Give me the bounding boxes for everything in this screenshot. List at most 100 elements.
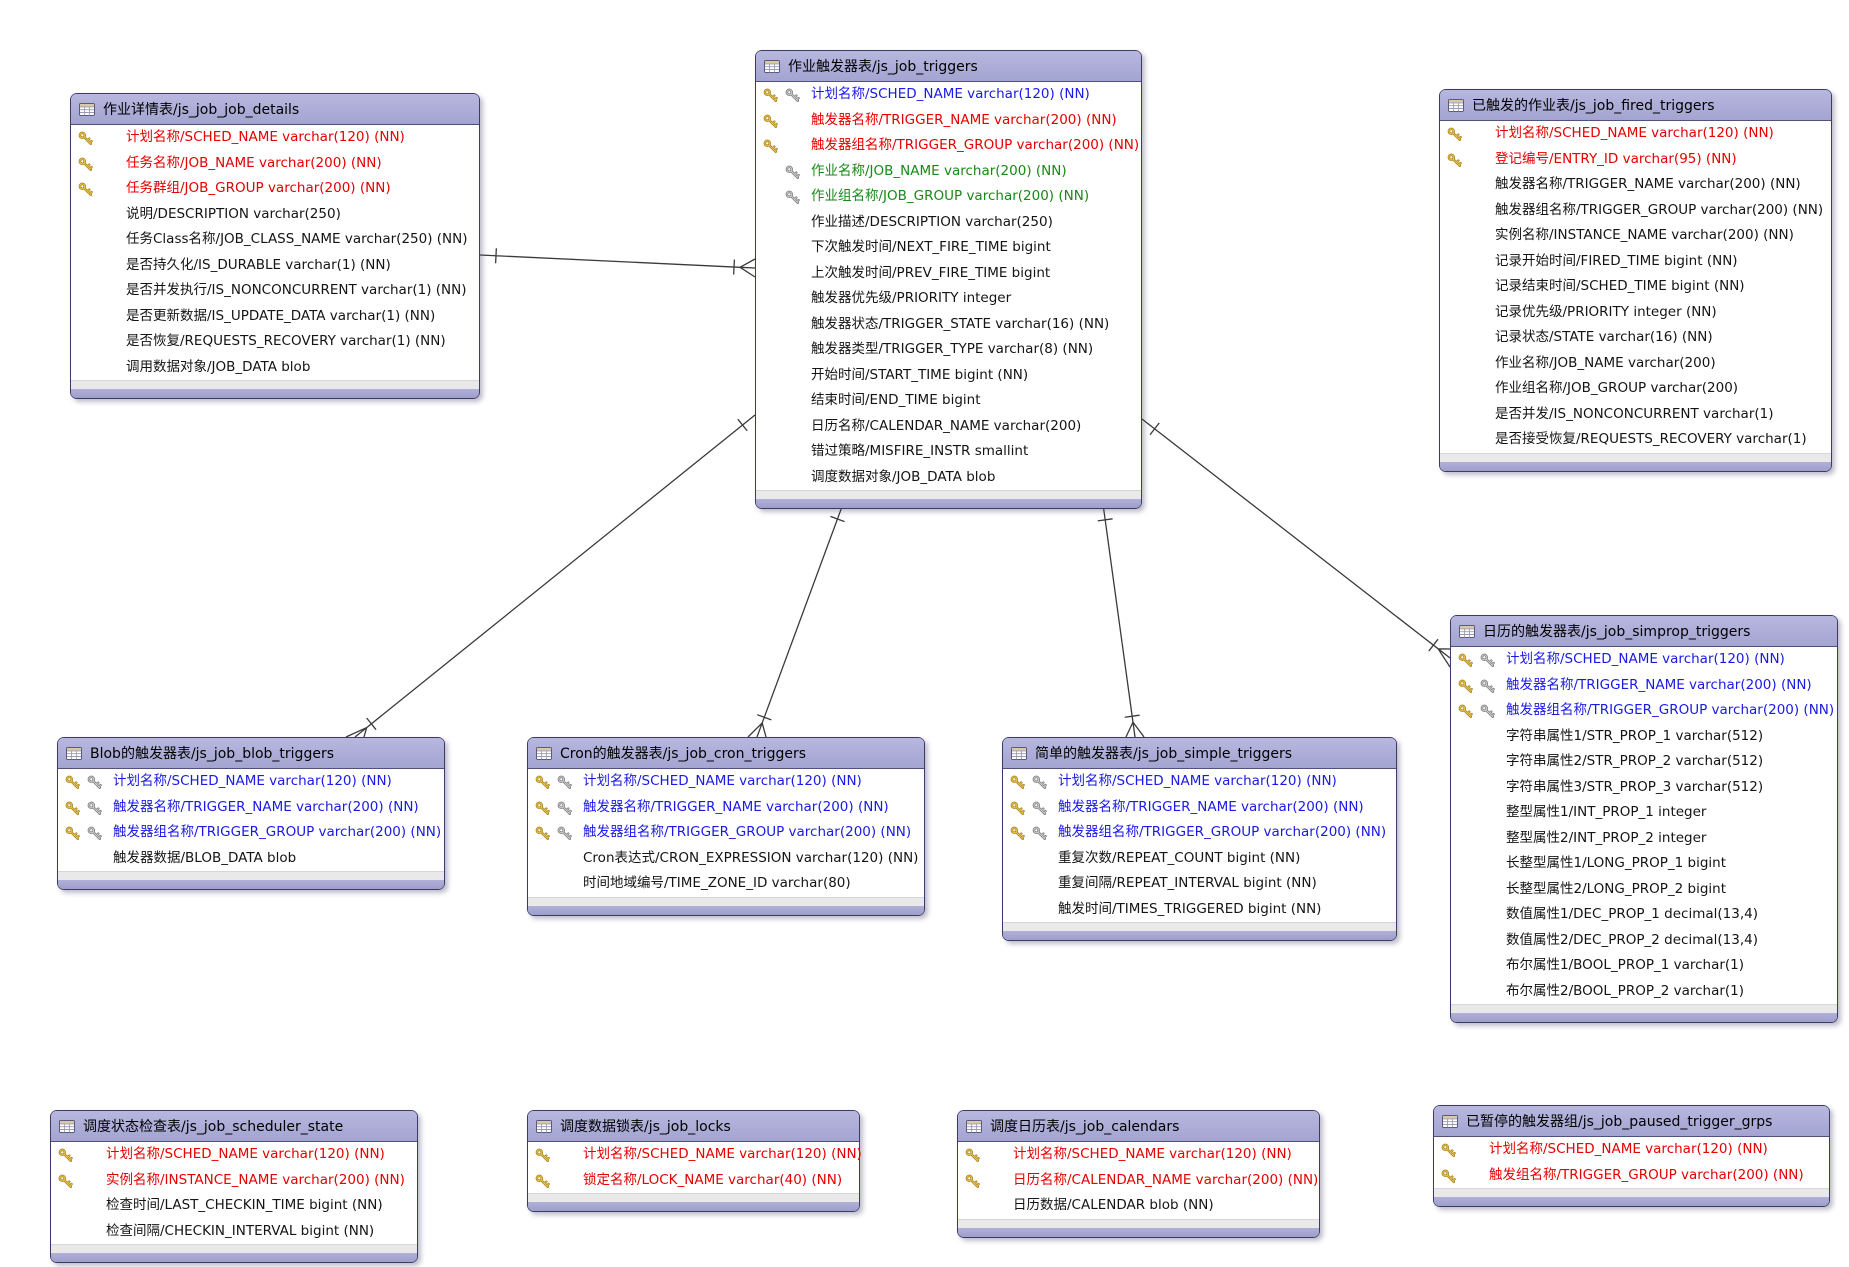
field-row[interactable]: 日历名称/CALENDAR_NAME varchar(200)	[756, 414, 1141, 440]
table-header-triggers[interactable]: 作业触发器表/js_job_triggers	[756, 51, 1141, 82]
rel-job-details-to-triggers[interactable]	[479, 248, 756, 278]
field-row[interactable]: 任务名称/JOB_NAME varchar(200) (NN)	[71, 151, 479, 177]
field-row[interactable]: 是否并发/IS_NONCONCURRENT varchar(1)	[1440, 402, 1831, 428]
table-header-simprop_triggers[interactable]: 日历的触发器表/js_job_simprop_triggers	[1451, 616, 1837, 647]
field-row[interactable]: 检查时间/LAST_CHECKIN_TIME bigint (NN)	[51, 1193, 417, 1219]
table-header-fired_triggers[interactable]: 已触发的作业表/js_job_fired_triggers	[1440, 90, 1831, 121]
field-row[interactable]: 作业描述/DESCRIPTION varchar(250)	[756, 210, 1141, 236]
field-row[interactable]: 日历数据/CALENDAR blob (NN)	[958, 1193, 1319, 1219]
field-row[interactable]: 锁定名称/LOCK_NAME varchar(40) (NN)	[528, 1168, 859, 1194]
field-row[interactable]: 布尔属性2/BOOL_PROP_2 varchar(1)	[1451, 979, 1837, 1005]
field-row[interactable]: 计划名称/SCHED_NAME varchar(120) (NN)	[756, 82, 1141, 108]
field-row[interactable]: 任务群组/JOB_GROUP varchar(200) (NN)	[71, 176, 479, 202]
field-row[interactable]: 调度数据对象/JOB_DATA blob	[756, 465, 1141, 491]
field-row[interactable]: 触发器组名称/TRIGGER_GROUP varchar(200) (NN)	[58, 820, 444, 846]
field-row[interactable]: 是否接受恢复/REQUESTS_RECOVERY varchar(1)	[1440, 427, 1831, 453]
field-row[interactable]: 任务Class名称/JOB_CLASS_NAME varchar(250) (N…	[71, 227, 479, 253]
field-row[interactable]: 实例名称/INSTANCE_NAME varchar(200) (NN)	[51, 1168, 417, 1194]
field-row[interactable]: 记录优先级/PRIORITY integer (NN)	[1440, 300, 1831, 326]
field-row[interactable]: 触发器名称/TRIGGER_NAME varchar(200) (NN)	[58, 795, 444, 821]
field-row[interactable]: 触发器数据/BLOB_DATA blob	[58, 846, 444, 872]
field-row[interactable]: 触发器组名称/TRIGGER_GROUP varchar(200) (NN)	[528, 820, 924, 846]
table-header-cron_triggers[interactable]: Cron的触发器表/js_job_cron_triggers	[528, 738, 924, 769]
field-row[interactable]: 布尔属性1/BOOL_PROP_1 varchar(1)	[1451, 953, 1837, 979]
field-row[interactable]: 字符串属性2/STR_PROP_2 varchar(512)	[1451, 749, 1837, 775]
field-row[interactable]: 作业组名称/JOB_GROUP varchar(200) (NN)	[756, 184, 1141, 210]
table-header-paused_trigger_grps[interactable]: 已暂停的触发器组/js_job_paused_trigger_grps	[1434, 1106, 1829, 1137]
rel-triggers-to-simprop[interactable]	[1141, 418, 1451, 668]
field-row[interactable]: 说明/DESCRIPTION varchar(250)	[71, 202, 479, 228]
field-row[interactable]: 登记编号/ENTRY_ID varchar(95) (NN)	[1440, 147, 1831, 173]
field-row[interactable]: 数值属性2/DEC_PROP_2 decimal(13,4)	[1451, 928, 1837, 954]
field-row[interactable]: 整型属性2/INT_PROP_2 integer	[1451, 826, 1837, 852]
table-header-calendars[interactable]: 调度日历表/js_job_calendars	[958, 1111, 1319, 1142]
field-row[interactable]: 下次触发时间/NEXT_FIRE_TIME bigint	[756, 235, 1141, 261]
field-row[interactable]: 触发器名称/TRIGGER_NAME varchar(200) (NN)	[756, 108, 1141, 134]
field-row[interactable]: 计划名称/SCHED_NAME varchar(120) (NN)	[1434, 1137, 1829, 1163]
rel-triggers-to-blob[interactable]	[345, 414, 756, 738]
table-header-blob_triggers[interactable]: Blob的触发器表/js_job_blob_triggers	[58, 738, 444, 769]
field-row[interactable]: 触发器组名称/TRIGGER_GROUP varchar(200) (NN)	[1451, 698, 1837, 724]
field-row[interactable]: 重复间隔/REPEAT_INTERVAL bigint (NN)	[1003, 871, 1396, 897]
rel-triggers-to-cron[interactable]	[747, 503, 845, 738]
field-row[interactable]: 计划名称/SCHED_NAME varchar(120) (NN)	[1003, 769, 1396, 795]
field-row[interactable]: 是否恢复/REQUESTS_RECOVERY varchar(1) (NN)	[71, 329, 479, 355]
field-row[interactable]: 触发时间/TIMES_TRIGGERED bigint (NN)	[1003, 897, 1396, 923]
field-row[interactable]: 触发器名称/TRIGGER_NAME varchar(200) (NN)	[1451, 673, 1837, 699]
field-row[interactable]: Cron表达式/CRON_EXPRESSION varchar(120) (NN…	[528, 846, 924, 872]
field-row[interactable]: 是否持久化/IS_DURABLE varchar(1) (NN)	[71, 253, 479, 279]
field-row[interactable]: 调用数据对象/JOB_DATA blob	[71, 355, 479, 381]
field-row[interactable]: 触发器状态/TRIGGER_STATE varchar(16) (NN)	[756, 312, 1141, 338]
field-row[interactable]: 日历名称/CALENDAR_NAME varchar(200) (NN)	[958, 1168, 1319, 1194]
field-row[interactable]: 计划名称/SCHED_NAME varchar(120) (NN)	[1451, 647, 1837, 673]
field-row[interactable]: 计划名称/SCHED_NAME varchar(120) (NN)	[528, 1142, 862, 1168]
field-row[interactable]: 记录结束时间/SCHED_TIME bigint (NN)	[1440, 274, 1831, 300]
field-row[interactable]: 是否更新数据/IS_UPDATE_DATA varchar(1) (NN)	[71, 304, 479, 330]
field-row[interactable]: 计划名称/SCHED_NAME varchar(120) (NN)	[528, 769, 924, 795]
table-header-locks[interactable]: 调度数据锁表/js_job_locks	[528, 1111, 859, 1142]
field-row[interactable]: 字符串属性1/STR_PROP_1 varchar(512)	[1451, 724, 1837, 750]
field-row[interactable]: 长整型属性2/LONG_PROP_2 bigint	[1451, 877, 1837, 903]
field-row[interactable]: 错过策略/MISFIRE_INSTR smallint	[756, 439, 1141, 465]
field-row[interactable]: 开始时间/START_TIME bigint (NN)	[756, 363, 1141, 389]
field-row[interactable]: 整型属性1/INT_PROP_1 integer	[1451, 800, 1837, 826]
field-row[interactable]: 结束时间/END_TIME bigint	[756, 388, 1141, 414]
field-row[interactable]: 上次触发时间/PREV_FIRE_TIME bigint	[756, 261, 1141, 287]
field-row[interactable]: 触发器名称/TRIGGER_NAME varchar(200) (NN)	[1440, 172, 1831, 198]
field-row[interactable]: 触发组名称/TRIGGER_GROUP varchar(200) (NN)	[1434, 1163, 1829, 1189]
field-row[interactable]: 是否并发执行/IS_NONCONCURRENT varchar(1) (NN)	[71, 278, 479, 304]
field-row[interactable]: 触发器类型/TRIGGER_TYPE varchar(8) (NN)	[756, 337, 1141, 363]
table-header-simple_triggers[interactable]: 简单的触发器表/js_job_simple_triggers	[1003, 738, 1396, 769]
rel-triggers-to-simple[interactable]	[1097, 503, 1145, 738]
field-row[interactable]: 触发器组名称/TRIGGER_GROUP varchar(200) (NN)	[1003, 820, 1396, 846]
field-row[interactable]: 字符串属性3/STR_PROP_3 varchar(512)	[1451, 775, 1837, 801]
field-row[interactable]: 长整型属性1/LONG_PROP_1 bigint	[1451, 851, 1837, 877]
field-row[interactable]: 触发器优先级/PRIORITY integer	[756, 286, 1141, 312]
table-header-scheduler_state[interactable]: 调度状态检查表/js_job_scheduler_state	[51, 1111, 417, 1142]
field-row[interactable]: 计划名称/SCHED_NAME varchar(120) (NN)	[71, 125, 479, 151]
field-row[interactable]: 作业名称/JOB_NAME varchar(200) (NN)	[756, 159, 1141, 185]
field-row[interactable]: 计划名称/SCHED_NAME varchar(120) (NN)	[58, 769, 444, 795]
field-row[interactable]: 触发器名称/TRIGGER_NAME varchar(200) (NN)	[1003, 795, 1396, 821]
field-row[interactable]: 数值属性1/DEC_PROP_1 decimal(13,4)	[1451, 902, 1837, 928]
field-row[interactable]: 触发器组名称/TRIGGER_GROUP varchar(200) (NN)	[756, 133, 1141, 159]
field-row[interactable]: 计划名称/SCHED_NAME varchar(120) (NN)	[1440, 121, 1831, 147]
field-row[interactable]: 计划名称/SCHED_NAME varchar(120) (NN)	[958, 1142, 1319, 1168]
field-row[interactable]: 记录开始时间/FIRED_TIME bigint (NN)	[1440, 249, 1831, 275]
field-row[interactable]: 记录状态/STATE varchar(16) (NN)	[1440, 325, 1831, 351]
field-row[interactable]: 计划名称/SCHED_NAME varchar(120) (NN)	[51, 1142, 417, 1168]
field-row[interactable]: 作业组名称/JOB_GROUP varchar(200)	[1440, 376, 1831, 402]
field-row[interactable]: 重复次数/REPEAT_COUNT bigint (NN)	[1003, 846, 1396, 872]
field-row[interactable]: 时间地域编号/TIME_ZONE_ID varchar(80)	[528, 871, 924, 897]
field-row[interactable]: 触发器名称/TRIGGER_NAME varchar(200) (NN)	[528, 795, 924, 821]
field-row[interactable]: 检查间隔/CHECKIN_INTERVAL bigint (NN)	[51, 1219, 417, 1245]
